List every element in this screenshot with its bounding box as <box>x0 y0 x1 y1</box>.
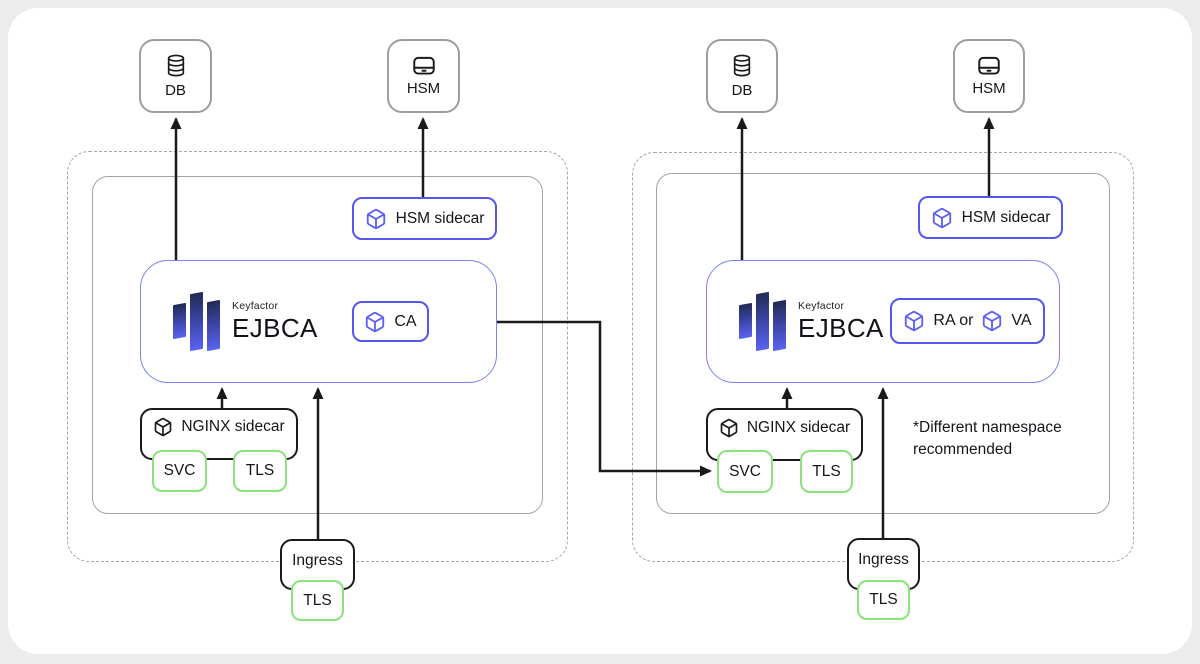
hsm-node-right: HSM <box>953 39 1025 113</box>
cube-icon <box>366 311 385 332</box>
tls-label: TLS <box>245 462 275 479</box>
nginx-sidecar-label: NGINX sidecar <box>746 418 851 436</box>
db-label: DB <box>165 82 186 99</box>
cube-icon <box>366 208 385 229</box>
tls-label: TLS <box>869 591 898 608</box>
cube-icon <box>720 418 738 437</box>
hsm-sidecar-right: HSM sidecar <box>918 196 1063 239</box>
cube-icon <box>154 417 172 437</box>
keyfactor-bars-icon <box>739 291 786 353</box>
db-node-left: DB <box>139 39 212 113</box>
ingress-label: Ingress <box>858 551 909 568</box>
database-icon <box>167 54 184 77</box>
db-label: DB <box>731 82 753 99</box>
cube-icon <box>905 310 924 332</box>
ingress-tls-box-left: TLS <box>291 580 344 621</box>
tls-label: TLS <box>303 591 332 609</box>
ingress-label: Ingress <box>292 551 343 569</box>
hsm-drive-icon <box>412 56 435 75</box>
namespace-note: *Different namespace recommended <box>913 419 1062 458</box>
svc-box-left: SVC <box>152 450 207 492</box>
ra-va-role-badge: RA or VA <box>890 298 1045 344</box>
cube-icon <box>983 310 1002 332</box>
tls-label: TLS <box>812 462 841 480</box>
ejbca-pod-left: Keyfactor EJBCA <box>140 260 497 383</box>
cube-icon <box>932 207 951 228</box>
svc-box-right: SVC <box>717 450 773 493</box>
keyfactor-bars-icon <box>173 291 220 353</box>
hsm-sidecar-left: HSM sidecar <box>352 197 497 240</box>
nginx-tls-box-left: TLS <box>233 450 287 492</box>
ingress-node-right: Ingress <box>847 538 920 590</box>
product-name: EJBCA <box>798 313 884 343</box>
hsm-drive-icon <box>978 56 1000 75</box>
svc-label: SVC <box>163 462 196 479</box>
svc-label: SVC <box>729 462 761 480</box>
keyfactor-logo: Keyfactor EJBCA <box>739 291 884 353</box>
hsm-label: HSM <box>406 80 441 97</box>
product-name: EJBCA <box>232 313 318 343</box>
diagram-canvas: DB HSM DB HSM HSM s <box>8 8 1192 654</box>
hsm-label: HSM <box>972 80 1006 97</box>
ra-label: RA or <box>933 312 974 329</box>
keyfactor-logo: Keyfactor EJBCA <box>173 291 318 353</box>
database-icon <box>733 54 751 77</box>
ingress-tls-box-right: TLS <box>857 580 910 620</box>
ca-label: CA <box>394 312 417 330</box>
hsm-node-left: HSM <box>387 39 460 113</box>
hsm-sidecar-label: HSM sidecar <box>395 209 485 227</box>
ca-role-badge: CA <box>352 301 429 342</box>
nginx-sidecar-label: NGINX sidecar <box>181 418 285 435</box>
va-label: VA <box>1011 312 1032 329</box>
hsm-sidecar-label: HSM sidecar <box>961 208 1051 226</box>
db-node-right: DB <box>706 39 778 113</box>
brand-name: Keyfactor <box>232 300 279 312</box>
brand-name: Keyfactor <box>798 300 845 312</box>
nginx-tls-box-right: TLS <box>800 450 853 493</box>
